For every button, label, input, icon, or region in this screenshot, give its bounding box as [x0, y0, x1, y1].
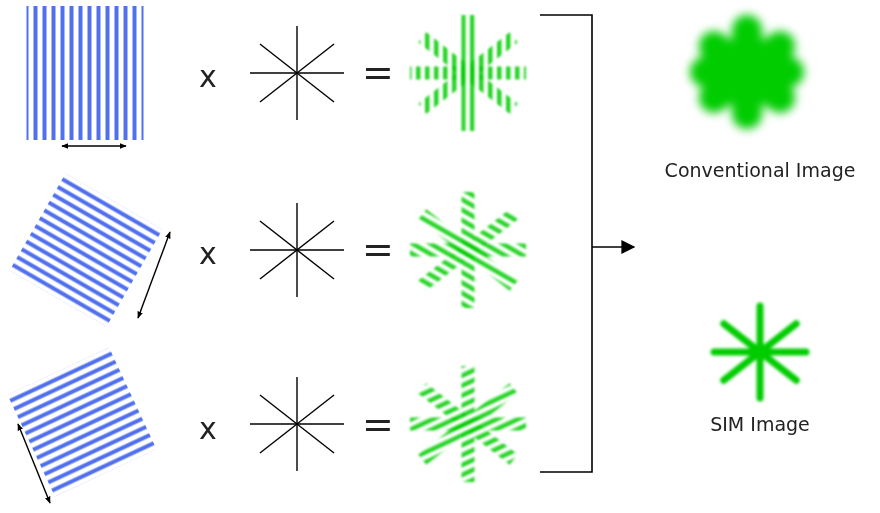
star-line	[260, 221, 334, 279]
image-caption: Conventional Image	[665, 160, 856, 181]
grating-square	[10, 174, 163, 327]
result-arrow	[592, 246, 634, 248]
product-image	[410, 15, 526, 131]
product-stripe	[422, 37, 513, 108]
blob-core	[713, 38, 781, 106]
orientation-arrow	[62, 145, 126, 146]
orientation-arrow	[18, 424, 50, 503]
star-line	[260, 395, 334, 453]
product-stripe	[422, 37, 513, 108]
sim-core	[754, 346, 766, 358]
illumination-grating	[27, 6, 144, 140]
bracket	[540, 15, 592, 472]
product-stripe	[422, 214, 513, 285]
product-stripe	[422, 388, 513, 459]
product-stripe	[422, 214, 513, 285]
star-line	[260, 221, 334, 279]
conventional-blob	[705, 30, 789, 114]
product-masked	[410, 192, 526, 308]
multiply-sign: x	[199, 237, 217, 270]
star-line	[260, 395, 334, 453]
grating-square	[8, 348, 157, 497]
product-stripe	[422, 388, 513, 459]
sim-star	[714, 306, 806, 398]
multiply-sign: x	[199, 60, 217, 93]
product-masked	[410, 15, 526, 131]
star-line	[260, 44, 334, 102]
sample-star	[250, 377, 344, 471]
multiply-sign: x	[199, 412, 217, 445]
star-line	[260, 44, 334, 102]
sim-arm	[724, 324, 796, 381]
product-image	[410, 366, 526, 482]
illumination-grating	[10, 174, 163, 327]
sim-arm	[724, 324, 796, 381]
equals-sign: =	[362, 229, 394, 271]
orientation-arrow	[138, 232, 170, 318]
equals-sign: =	[362, 52, 394, 94]
sample-star	[250, 203, 344, 297]
image-caption: SIM Image	[710, 414, 810, 435]
equals-sign: =	[362, 404, 394, 446]
product-image	[410, 192, 526, 308]
illumination-grating	[8, 348, 157, 497]
grating-square	[27, 6, 144, 140]
product-masked	[410, 366, 526, 482]
sample-star	[250, 26, 344, 120]
